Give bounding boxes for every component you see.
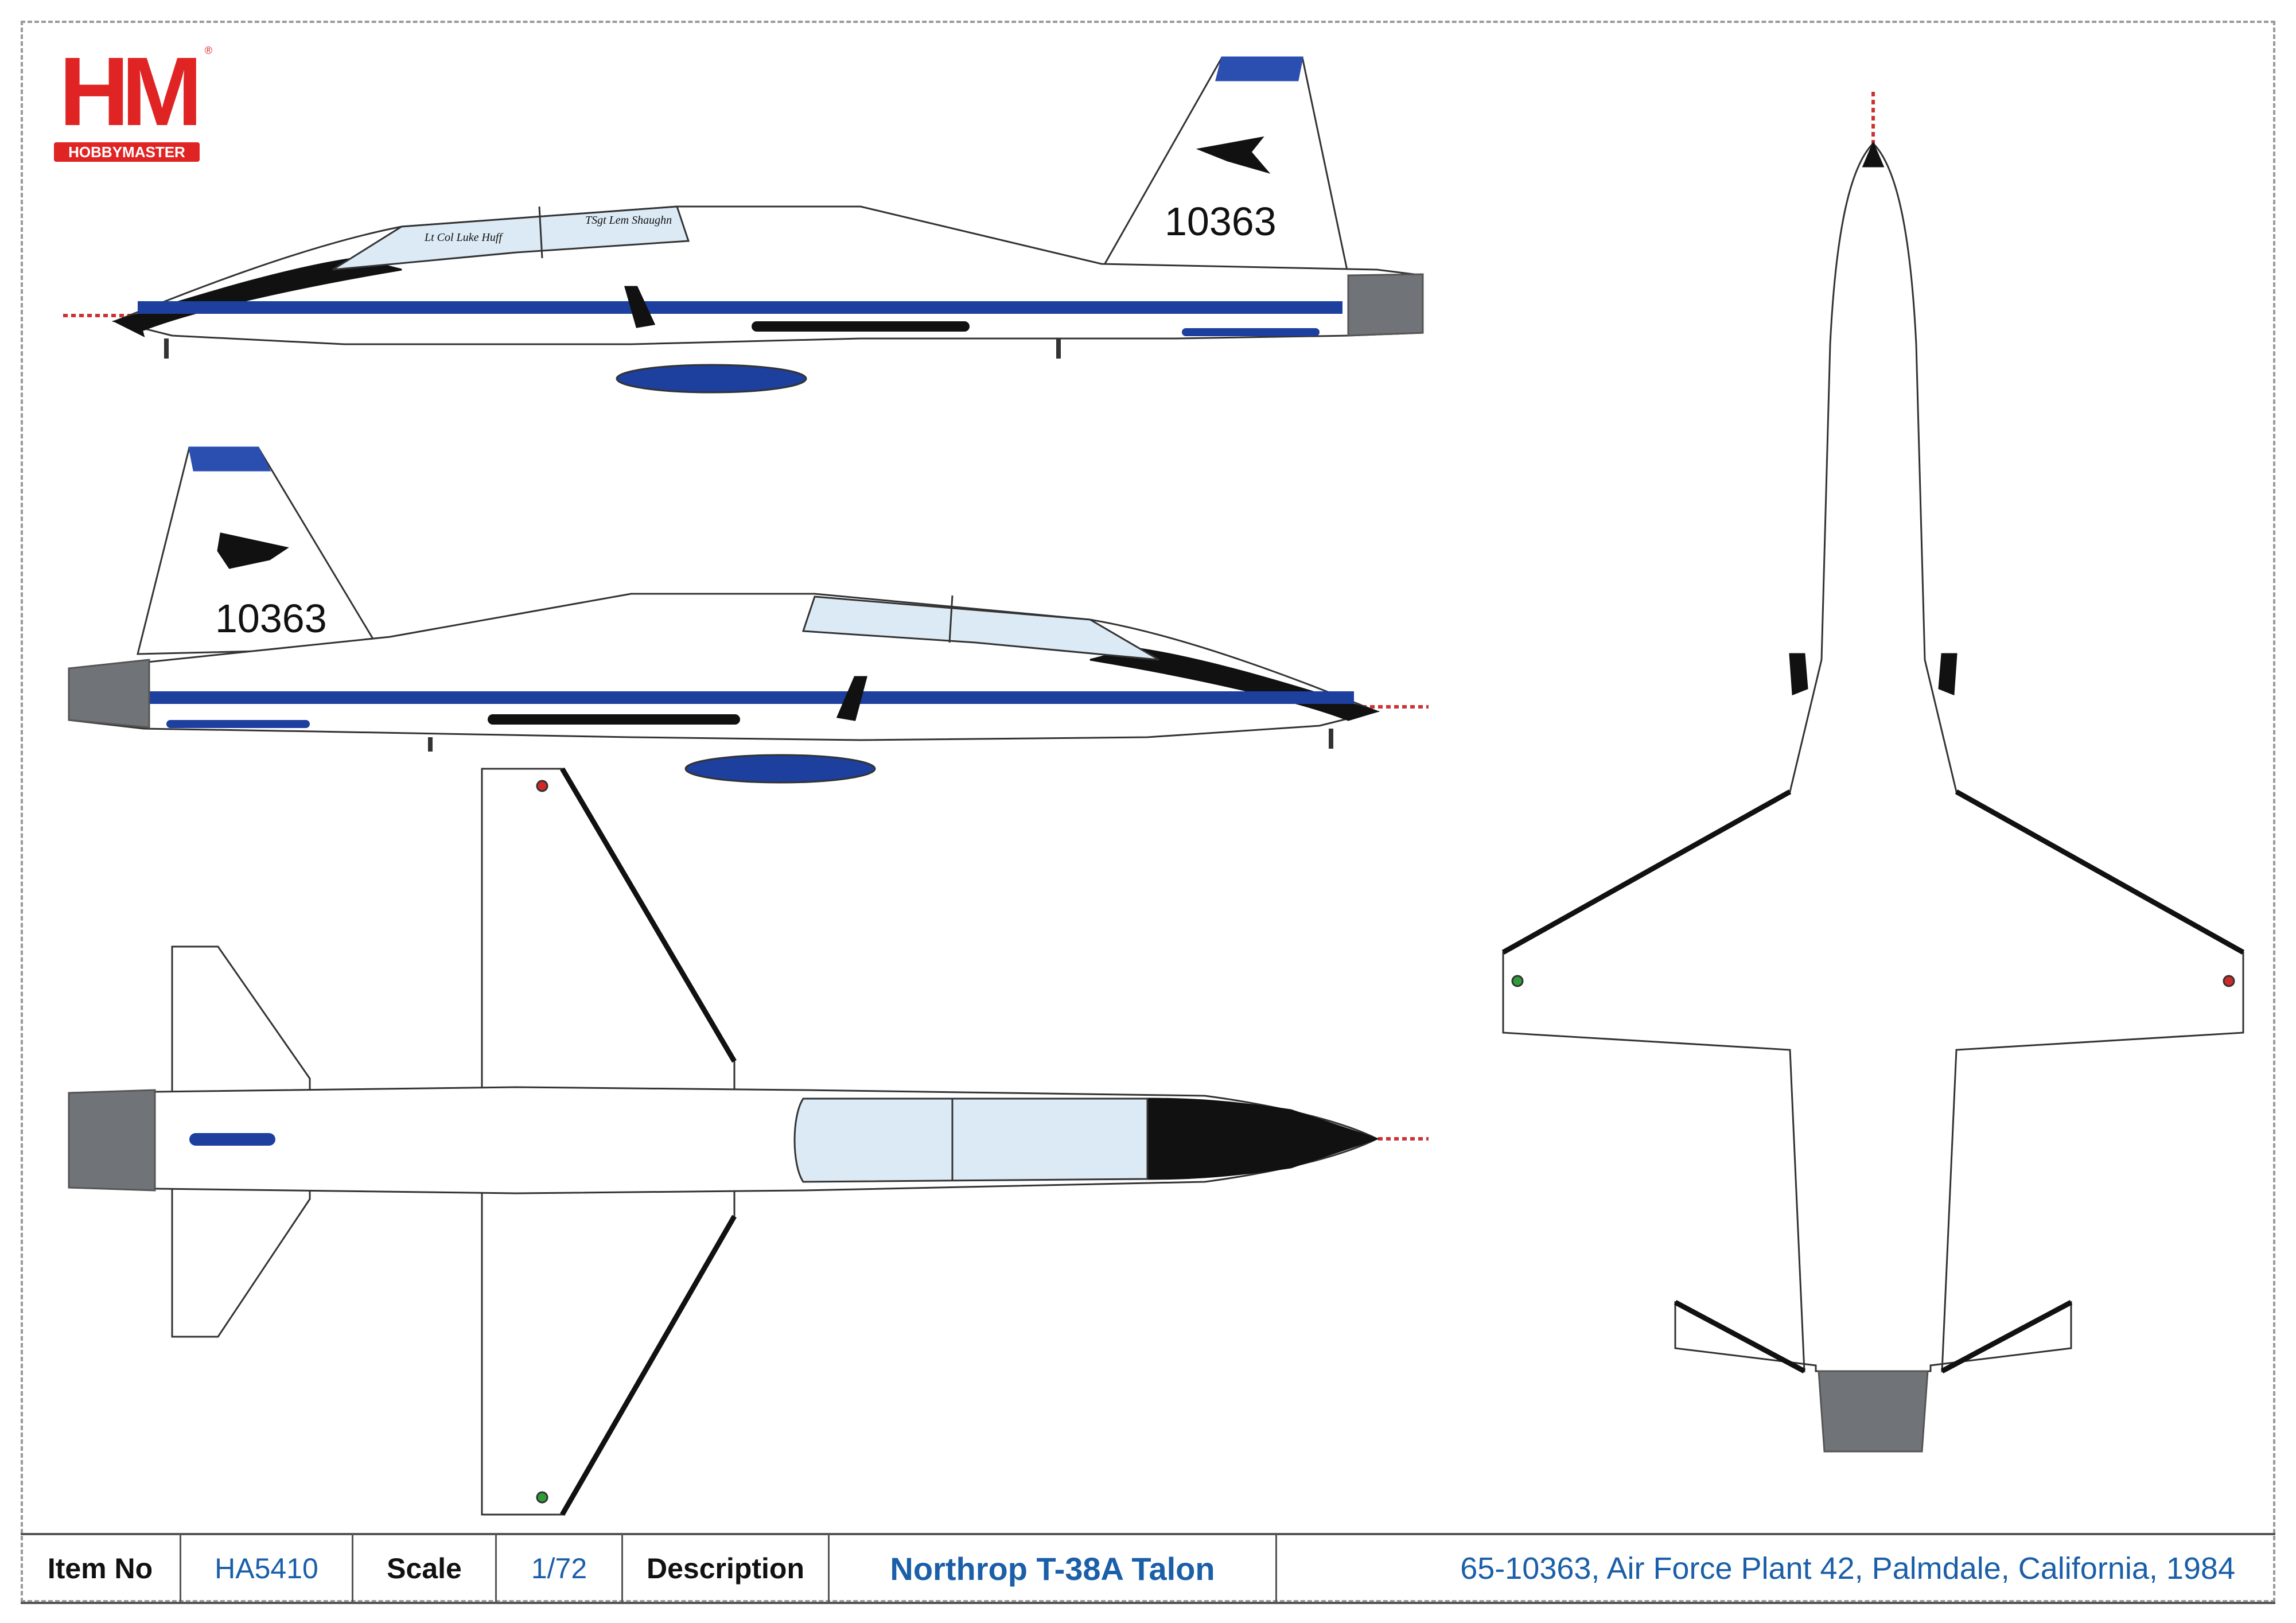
sr71-emblem <box>217 532 289 569</box>
description-label: Description <box>623 1535 830 1602</box>
scale-value: 1/72 <box>497 1535 623 1602</box>
tail-serial: 10363 <box>1165 199 1277 244</box>
ventral-fairing <box>752 321 970 332</box>
canopy-frame <box>948 595 954 643</box>
logo-brand: HOBBYMASTER <box>54 142 200 162</box>
underside-view <box>1501 92 2245 1453</box>
logo-letters: HM <box>59 37 203 146</box>
nav-light-green <box>1511 975 1524 987</box>
plan-view <box>68 767 1429 1516</box>
nav-light-green <box>536 1491 548 1504</box>
radome-tip <box>112 313 145 337</box>
canopy <box>793 1097 1149 1183</box>
fuselage-stripe <box>149 691 1354 704</box>
stab-leading-edge-right <box>1940 1300 2073 1373</box>
hobbymaster-logo: HM HOBBYMASTER ® <box>49 37 212 162</box>
exhaust-nozzles <box>1818 1370 1929 1453</box>
intake <box>624 286 656 328</box>
wing-leading-edge-right <box>560 1215 737 1516</box>
canopy <box>801 596 1159 661</box>
left-side-profile: 10363 Lt Col Luke Huff TSgt Lem Shaughn <box>63 56 1424 394</box>
item-no-value: HA5410 <box>181 1535 353 1602</box>
stab-leading-edge-left <box>1674 1300 1806 1373</box>
dorsal-antenna <box>189 1133 275 1146</box>
scale-label: Scale <box>353 1535 497 1602</box>
page-border <box>21 21 2275 1602</box>
pilot-name-rear: TSgt Lem Shaughn <box>585 214 672 227</box>
wing-leading-edge-right <box>1955 789 2245 955</box>
right-side-profile: 10363 <box>68 446 1429 784</box>
nose-anti-glare <box>1146 1097 1380 1180</box>
wing-leading-edge-left <box>560 767 737 1063</box>
wing-tip-tank <box>684 754 876 784</box>
pilot-name-front: Lt Col Luke Huff <box>424 231 503 244</box>
ventral-fairing <box>488 714 740 725</box>
canopy <box>332 205 690 271</box>
logo-registered-mark: ® <box>204 45 212 56</box>
fuselage-stripe <box>138 301 1342 314</box>
model-name: Northrop T-38A Talon <box>830 1535 1277 1602</box>
model-details: 65-10363, Air Force Plant 42, Palmdale, … <box>1460 1551 2235 1586</box>
exhaust-nozzle <box>68 659 150 729</box>
wing-leading-edge-left <box>1501 789 1792 955</box>
intake-left <box>1789 653 1808 696</box>
fin-tip-band <box>1215 56 1303 81</box>
canopy-frame <box>538 206 543 259</box>
exhaust-nozzle <box>1347 273 1424 337</box>
intake-right <box>1938 653 1958 696</box>
nav-light-red <box>536 780 548 792</box>
ventral-fairing-aft <box>166 720 310 728</box>
nav-light-red <box>2223 975 2235 987</box>
item-no-label: Item No <box>21 1535 181 1602</box>
intake <box>836 676 867 721</box>
ventral-fairing-aft <box>1182 328 1320 336</box>
wing-tip-tank <box>616 364 807 394</box>
tail-serial: 10363 <box>215 596 327 641</box>
exhaust-nozzles <box>68 1089 156 1192</box>
sr71-emblem <box>1196 136 1271 174</box>
fin-tip-band <box>188 446 271 472</box>
airframe-underside <box>1502 142 2244 1373</box>
info-bar: Item No HA5410 Scale 1/72 Description No… <box>21 1533 2275 1604</box>
radome-tip <box>1862 141 1885 168</box>
